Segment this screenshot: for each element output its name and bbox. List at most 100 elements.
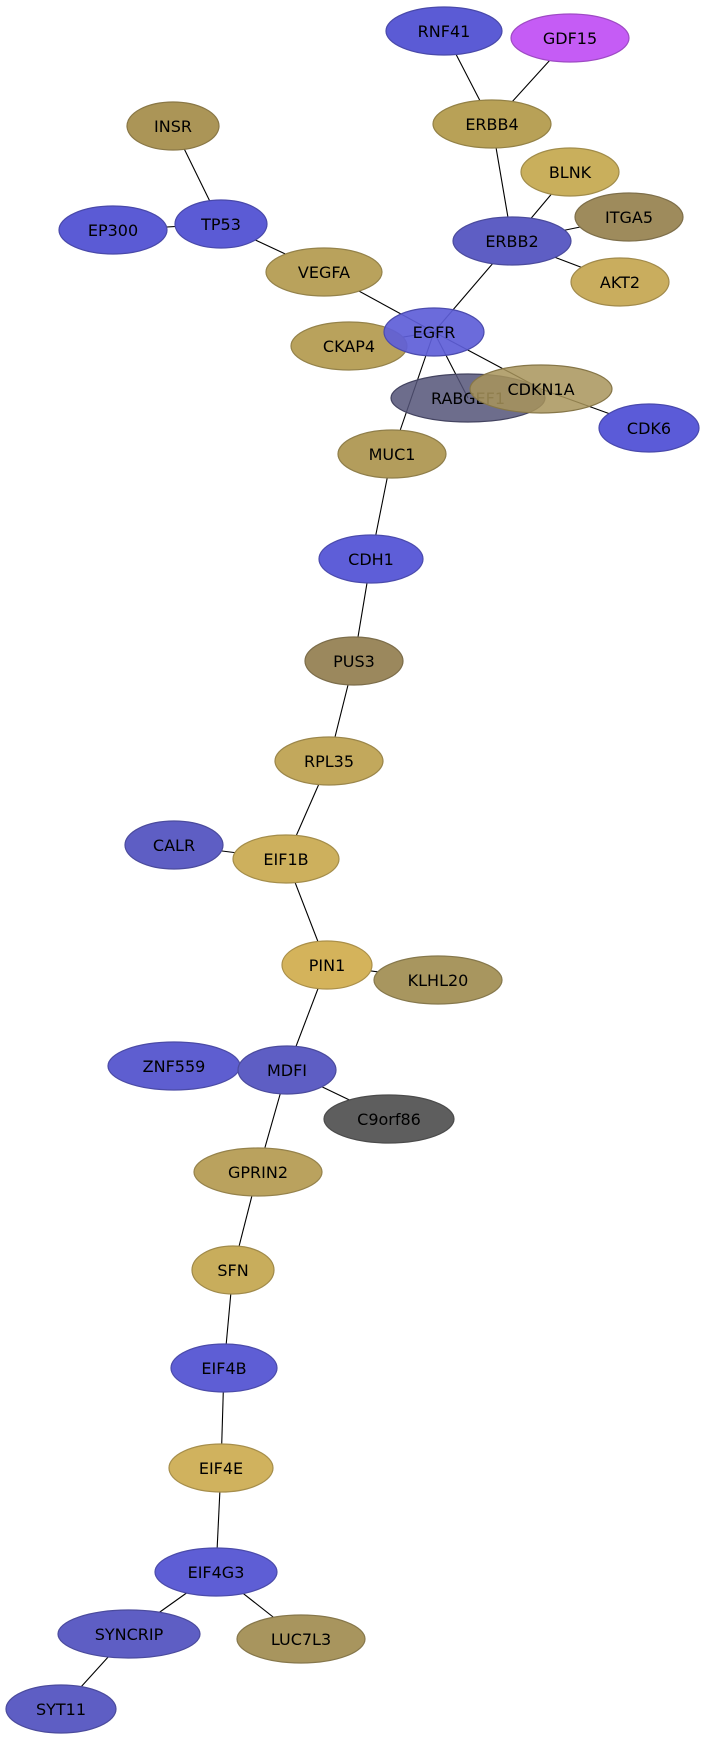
node-rnf41-label: RNF41 [418, 22, 471, 41]
node-cdk6-label: CDK6 [627, 419, 671, 438]
node-klhl20[interactable]: KLHL20 [373, 955, 503, 1005]
node-gdf15-shape[interactable] [510, 13, 630, 63]
node-pin1-shape[interactable] [281, 940, 373, 990]
node-syt11-label: SYT11 [36, 1700, 86, 1719]
node-eif1b-shape[interactable] [232, 834, 340, 884]
node-sfn[interactable]: SFN [191, 1245, 275, 1295]
node-syt11[interactable]: SYT11 [5, 1684, 117, 1734]
node-egfr-label: EGFR [413, 323, 456, 342]
node-eif4e[interactable]: EIF4E [168, 1443, 274, 1493]
node-vegfa-label: VEGFA [298, 263, 350, 282]
node-akt2-label: AKT2 [600, 273, 640, 292]
node-znf559[interactable]: ZNF559 [107, 1041, 241, 1091]
node-rpl35-shape[interactable] [274, 736, 384, 786]
node-itga5-shape[interactable] [574, 192, 684, 242]
node-luc7l3[interactable]: LUC7L3 [236, 1614, 366, 1664]
node-pin1[interactable]: PIN1 [281, 940, 373, 990]
node-eif1b-label: EIF1B [263, 850, 308, 869]
node-rnf41-shape[interactable] [385, 6, 503, 56]
node-erbb4[interactable]: ERBB4 [432, 99, 552, 149]
node-eif4g3[interactable]: EIF4G3 [154, 1547, 278, 1597]
node-cdkn1a-shape[interactable] [469, 364, 613, 414]
node-insr-label: INSR [154, 117, 192, 136]
node-ep300-shape[interactable] [58, 205, 168, 255]
node-cdh1[interactable]: CDH1 [318, 534, 424, 584]
node-syncrip-shape[interactable] [57, 1609, 201, 1659]
node-pus3-shape[interactable] [304, 636, 404, 686]
node-tp53[interactable]: TP53 [174, 199, 268, 249]
node-cdh1-label: CDH1 [348, 550, 394, 569]
node-eif4b-shape[interactable] [170, 1343, 278, 1393]
node-gdf15-label: GDF15 [543, 29, 597, 48]
node-calr[interactable]: CALR [124, 820, 224, 870]
node-klhl20-label: KLHL20 [408, 971, 469, 990]
node-vegfa-shape[interactable] [265, 247, 383, 297]
node-znf559-label: ZNF559 [143, 1057, 206, 1076]
node-gprin2-shape[interactable] [193, 1147, 323, 1197]
node-pin1-label: PIN1 [309, 956, 346, 975]
node-cdk6[interactable]: CDK6 [598, 403, 700, 453]
node-syncrip-label: SYNCRIP [95, 1625, 164, 1644]
node-mdfi[interactable]: MDFI [237, 1045, 337, 1095]
node-blnk-label: BLNK [549, 163, 592, 182]
node-eif4e-shape[interactable] [168, 1443, 274, 1493]
node-cdh1-shape[interactable] [318, 534, 424, 584]
node-gprin2[interactable]: GPRIN2 [193, 1147, 323, 1197]
node-eif4e-label: EIF4E [199, 1459, 243, 1478]
node-luc7l3-label: LUC7L3 [271, 1630, 331, 1649]
node-eif4b-label: EIF4B [201, 1359, 246, 1378]
node-rpl35[interactable]: RPL35 [274, 736, 384, 786]
node-pus3[interactable]: PUS3 [304, 636, 404, 686]
node-gdf15[interactable]: GDF15 [510, 13, 630, 63]
node-erbb2[interactable]: ERBB2 [452, 216, 572, 266]
node-tp53-shape[interactable] [174, 199, 268, 249]
node-mdfi-shape[interactable] [237, 1045, 337, 1095]
node-c9orf86-shape[interactable] [323, 1094, 455, 1144]
node-ep300-label: EP300 [88, 221, 138, 240]
node-vegfa[interactable]: VEGFA [265, 247, 383, 297]
node-erbb4-shape[interactable] [432, 99, 552, 149]
node-cdk6-shape[interactable] [598, 403, 700, 453]
node-eif1b[interactable]: EIF1B [232, 834, 340, 884]
node-c9orf86-label: C9orf86 [357, 1110, 421, 1129]
node-pus3-label: PUS3 [333, 652, 375, 671]
node-sfn-label: SFN [217, 1261, 248, 1280]
node-erbb2-shape[interactable] [452, 216, 572, 266]
node-eif4g3-shape[interactable] [154, 1547, 278, 1597]
node-muc1-label: MUC1 [369, 445, 416, 464]
node-rnf41[interactable]: RNF41 [385, 6, 503, 56]
node-egfr[interactable]: EGFR [383, 307, 485, 357]
node-insr-shape[interactable] [126, 101, 220, 151]
node-cdkn1a-label: CDKN1A [507, 380, 574, 399]
node-blnk[interactable]: BLNK [520, 147, 620, 197]
node-c9orf86[interactable]: C9orf86 [323, 1094, 455, 1144]
node-itga5[interactable]: ITGA5 [574, 192, 684, 242]
node-muc1-shape[interactable] [337, 429, 447, 479]
node-tp53-label: TP53 [200, 215, 241, 234]
node-blnk-shape[interactable] [520, 147, 620, 197]
node-insr[interactable]: INSR [126, 101, 220, 151]
node-ep300[interactable]: EP300 [58, 205, 168, 255]
node-eif4b[interactable]: EIF4B [170, 1343, 278, 1393]
node-ckap4[interactable]: CKAP4 [290, 321, 408, 371]
node-akt2-shape[interactable] [570, 257, 670, 307]
node-mdfi-label: MDFI [267, 1061, 307, 1080]
node-calr-shape[interactable] [124, 820, 224, 870]
node-gprin2-label: GPRIN2 [228, 1163, 288, 1182]
node-egfr-shape[interactable] [383, 307, 485, 357]
node-ckap4-label: CKAP4 [323, 337, 375, 356]
node-klhl20-shape[interactable] [373, 955, 503, 1005]
node-akt2[interactable]: AKT2 [570, 257, 670, 307]
node-luc7l3-shape[interactable] [236, 1614, 366, 1664]
node-sfn-shape[interactable] [191, 1245, 275, 1295]
node-syt11-shape[interactable] [5, 1684, 117, 1734]
node-eif4g3-label: EIF4G3 [188, 1563, 245, 1582]
node-erbb2-label: ERBB2 [485, 232, 538, 251]
node-cdkn1a[interactable]: CDKN1A [469, 364, 613, 414]
node-rpl35-label: RPL35 [304, 752, 354, 771]
node-muc1[interactable]: MUC1 [337, 429, 447, 479]
node-calr-label: CALR [153, 836, 195, 855]
node-syncrip[interactable]: SYNCRIP [57, 1609, 201, 1659]
